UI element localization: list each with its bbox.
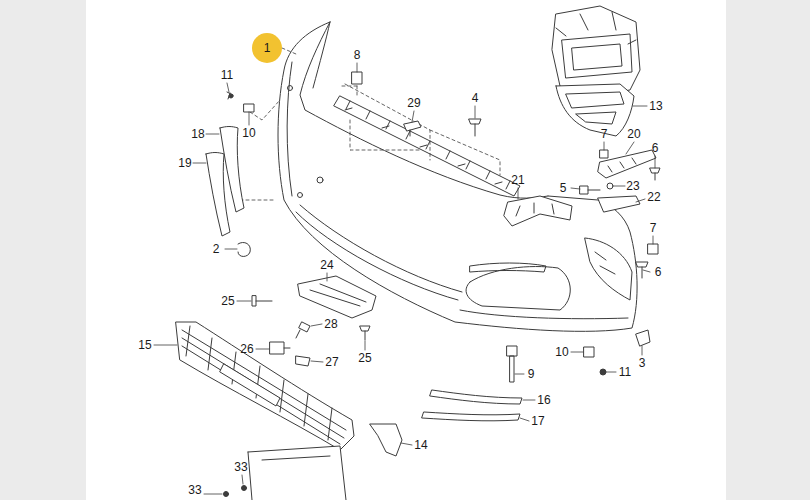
callout-number: 20 [626, 127, 641, 141]
callout-number: 10 [241, 126, 256, 140]
callout-number: 10 [554, 345, 569, 359]
callout-number: 22 [646, 190, 661, 204]
callout-number: 33 [233, 460, 248, 474]
callout-number: 14 [413, 438, 428, 452]
callout-number: 16 [536, 393, 551, 407]
callout-number: 25 [220, 294, 235, 308]
callout-number: 13 [648, 99, 663, 113]
callout-number: 17 [530, 414, 545, 428]
callout-number: 24 [319, 258, 334, 272]
callout-number: 7 [649, 221, 658, 235]
callout-number: 6 [654, 265, 663, 279]
callout-number: 2 [212, 242, 221, 256]
callout-number: 29 [406, 96, 421, 110]
callout-number: 18 [190, 127, 205, 141]
callout-number: 11 [220, 68, 234, 82]
callout-number: 7 [600, 127, 609, 141]
callout-number: 23 [625, 179, 640, 193]
callout-number: 25 [357, 351, 372, 365]
callout-number: 11 [618, 365, 632, 379]
callout-number: 8 [353, 48, 362, 62]
callout-number: 1 [264, 41, 271, 55]
callout-number: 26 [239, 342, 254, 356]
callout-number: 4 [471, 91, 480, 105]
callout-number: 5 [559, 181, 568, 195]
callout-number: 6 [651, 141, 660, 155]
callout-number: 3 [638, 356, 647, 370]
callout-number: 19 [177, 156, 192, 170]
callout-number: 27 [324, 355, 339, 369]
callout-number: 28 [323, 317, 338, 331]
callout-number: 21 [510, 173, 525, 187]
callout-number: 15 [137, 338, 152, 352]
callout-number: 9 [527, 367, 536, 381]
callout-number: 33 [187, 483, 202, 497]
callout-circle: 1 [252, 33, 282, 63]
